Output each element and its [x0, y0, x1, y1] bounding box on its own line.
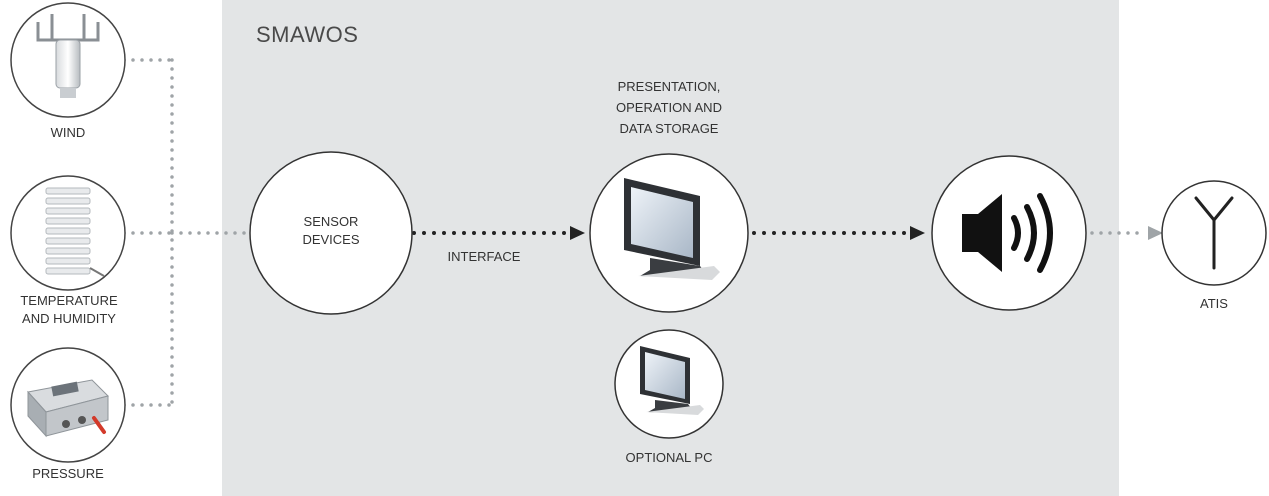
monitor-icon [640, 346, 704, 415]
pressure-label: PRESSURE [32, 466, 104, 481]
sensor-devices-line1: SENSOR [303, 214, 359, 229]
wind-label: WIND [50, 125, 86, 140]
temperature-label: TEMPERATURE AND HUMIDITY [0, 292, 138, 328]
interface-label: INTERFACE [447, 249, 521, 264]
speaker-node [931, 155, 1087, 311]
speaker-to-atis-arrow [1090, 226, 1163, 240]
temperature-label-line1: TEMPERATURE [20, 293, 118, 308]
atis-label: ATIS [1200, 296, 1228, 311]
presentation-node [589, 153, 749, 313]
interface-arrow [412, 226, 585, 240]
presentation-line3: DATA STORAGE [619, 121, 719, 136]
anemometer-icon [36, 14, 100, 98]
sensor-devices-line2: DEVICES [302, 232, 360, 247]
pressure-sensor-node [10, 347, 126, 463]
monitor-icon [624, 178, 720, 280]
sensor-devices-node [249, 151, 413, 315]
wind-sensor-node [10, 2, 126, 118]
presentation-label: PRESENTATION, OPERATION AND DATA STORAGE [589, 76, 749, 139]
antenna-icon [1194, 196, 1234, 270]
barometer-icon [27, 379, 109, 438]
temperature-label-line2: AND HUMIDITY [22, 311, 116, 326]
temperature-sensor-node [10, 175, 126, 291]
sensor-connectors [122, 58, 250, 407]
atis-node [1161, 180, 1267, 286]
radiation-shield-icon [45, 187, 105, 277]
presentation-to-speaker-arrow [752, 226, 925, 240]
optional-pc-label: OPTIONAL PC [625, 450, 713, 465]
presentation-line1: PRESENTATION, [617, 79, 721, 94]
optional-pc-node [614, 329, 724, 439]
presentation-line2: OPERATION AND [616, 100, 722, 115]
system-title: SMAWOS [256, 22, 359, 47]
speaker-icon [962, 193, 1053, 273]
sensor-devices-label: SENSOR DEVICES [281, 213, 381, 249]
